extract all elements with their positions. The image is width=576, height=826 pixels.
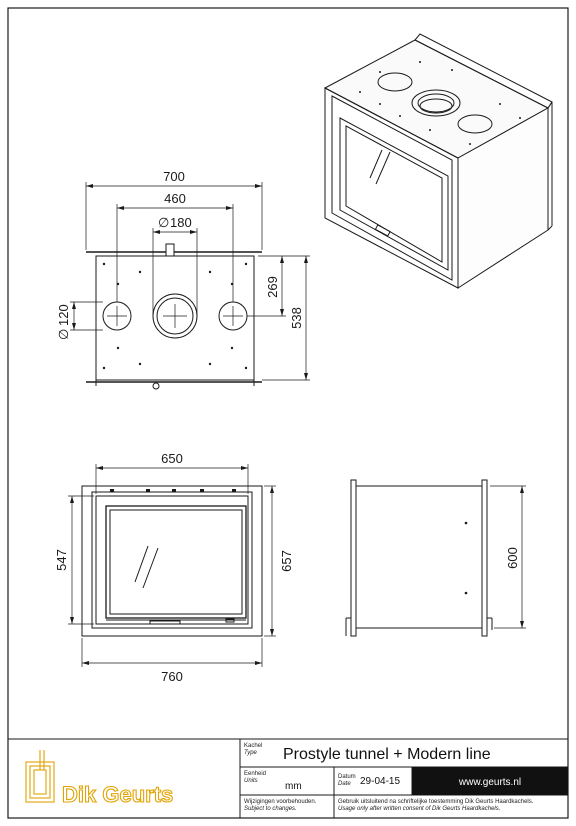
dim-flue-spacing: 460 bbox=[164, 191, 186, 206]
changes-nl: Wijzigingen voorbehouden. bbox=[244, 799, 317, 805]
top-view bbox=[70, 182, 310, 390]
dim-depth: 538 bbox=[289, 307, 304, 329]
dim-flue-diameter: 180 bbox=[170, 215, 192, 230]
brand-name: Dik Geurts bbox=[62, 782, 173, 807]
dim-top-width: 700 bbox=[163, 169, 185, 184]
kachel-label: Kachel bbox=[244, 743, 262, 749]
dim-half-depth: 269 bbox=[265, 276, 280, 298]
changes-en: Subject to changes. bbox=[244, 806, 297, 812]
front-view bbox=[68, 464, 276, 667]
units-value: mm bbox=[285, 781, 302, 792]
type-label: Type bbox=[244, 750, 258, 756]
datum-label: Datum bbox=[338, 774, 356, 780]
dim-diameter-symbol-120: ∅ bbox=[56, 329, 71, 340]
drawing-frame bbox=[7, 7, 569, 819]
isometric-view bbox=[323, 33, 553, 289]
product-title: Prostyle tunnel + Modern line bbox=[283, 746, 491, 763]
units-label: Units bbox=[244, 778, 258, 784]
dim-front-outer-width: 760 bbox=[161, 669, 183, 684]
website-bar bbox=[412, 767, 568, 795]
brand-logo bbox=[25, 750, 55, 803]
website-link[interactable]: www.geurts.nl bbox=[458, 777, 521, 788]
dim-side-height: 600 bbox=[505, 547, 520, 569]
usage-en: Usage only after written consent of Dik … bbox=[338, 806, 500, 812]
dim-front-inner-width: 650 bbox=[161, 451, 183, 466]
eenheid-label: Eenheid bbox=[244, 771, 266, 777]
date-value: 29-04-15 bbox=[360, 776, 400, 787]
title-block bbox=[8, 738, 568, 818]
dim-front-outer-height: 657 bbox=[279, 550, 294, 572]
side-view bbox=[345, 479, 526, 637]
usage-nl: Gebruik uitsluitend na schriftelijke toe… bbox=[338, 799, 534, 805]
dim-diameter-symbol-180: ∅ bbox=[158, 215, 169, 230]
dim-outlet-diameter: 120 bbox=[56, 304, 71, 326]
date-label: Date bbox=[338, 781, 351, 787]
dim-front-inner-height: 547 bbox=[54, 549, 69, 571]
